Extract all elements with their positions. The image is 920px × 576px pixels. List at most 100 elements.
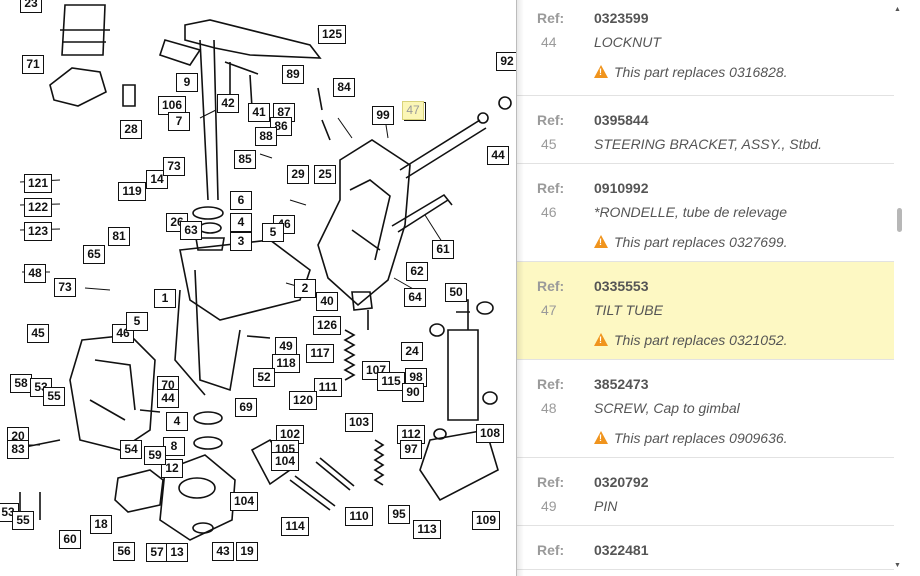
callout-109[interactable]: 109 xyxy=(472,511,500,530)
callout-84[interactable]: 84 xyxy=(333,78,355,97)
callout-115[interactable]: 115 xyxy=(377,372,405,391)
callout-18[interactable]: 18 xyxy=(90,515,112,534)
callout-125[interactable]: 125 xyxy=(318,25,346,44)
callout-110[interactable]: 110 xyxy=(345,507,373,526)
callout-63[interactable]: 63 xyxy=(180,221,202,240)
callout-120[interactable]: 120 xyxy=(289,391,317,410)
callout-106[interactable]: 106 xyxy=(158,96,186,115)
scrollbar-thumb[interactable] xyxy=(897,208,902,232)
callout-117[interactable]: 117 xyxy=(306,344,334,363)
callout-44[interactable]: 44 xyxy=(157,389,179,408)
callout-103[interactable]: 103 xyxy=(345,413,373,432)
callout-97[interactable]: 97 xyxy=(400,440,422,459)
callout-69[interactable]: 69 xyxy=(235,398,257,417)
callout-4[interactable]: 4 xyxy=(166,412,188,431)
callout-118[interactable]: 118 xyxy=(272,354,300,373)
callout-104[interactable]: 104 xyxy=(230,492,258,511)
part-number: 0335553 xyxy=(594,278,649,294)
callout-55[interactable]: 55 xyxy=(12,511,34,530)
callout-9[interactable]: 9 xyxy=(176,73,198,92)
callout-5[interactable]: 5 xyxy=(126,312,148,331)
callout-29[interactable]: 29 xyxy=(287,165,309,184)
callout-23[interactable]: 23 xyxy=(20,0,42,13)
callout-92[interactable]: 92 xyxy=(496,52,518,71)
callout-98[interactable]: 98 xyxy=(405,368,427,387)
callout-40[interactable]: 40 xyxy=(316,292,338,311)
callout-5[interactable]: 5 xyxy=(262,223,284,242)
part-row-next[interactable]: Ref:0322481 xyxy=(517,526,894,570)
callout-83[interactable]: 83 xyxy=(7,440,29,459)
callout-12[interactable]: 12 xyxy=(161,459,183,478)
callout-45[interactable]: 45 xyxy=(27,324,49,343)
scrollbar-track[interactable] xyxy=(895,0,920,576)
callout-55[interactable]: 55 xyxy=(43,387,65,406)
scroll-down-arrow-icon[interactable]: ▼ xyxy=(894,562,901,569)
callout-90[interactable]: 90 xyxy=(402,383,424,402)
callout-2[interactable]: 2 xyxy=(294,279,316,298)
callout-50[interactable]: 50 xyxy=(445,283,467,302)
callout-7[interactable]: 7 xyxy=(168,112,190,131)
callout-42[interactable]: 42 xyxy=(217,94,239,113)
callout-99[interactable]: 99 xyxy=(372,106,394,125)
replacement-text: This part replaces 0327699. xyxy=(614,234,788,250)
ref-label: Ref: xyxy=(537,474,565,490)
scroll-up-arrow-icon[interactable]: ▲ xyxy=(894,6,901,13)
callout-56[interactable]: 56 xyxy=(113,542,135,561)
callout-60[interactable]: 60 xyxy=(59,530,81,549)
callout-111[interactable]: 111 xyxy=(314,378,342,397)
callout-73[interactable]: 73 xyxy=(163,157,185,176)
callout-88[interactable]: 88 xyxy=(255,127,277,146)
callout-108[interactable]: 108 xyxy=(476,424,504,443)
part-row-44[interactable]: Ref:032359944LOCKNUTThis part replaces 0… xyxy=(517,0,894,96)
callout-122[interactable]: 122 xyxy=(24,198,52,217)
callout-121[interactable]: 121 xyxy=(24,174,52,193)
callout-95[interactable]: 95 xyxy=(388,505,410,524)
callout-114[interactable]: 114 xyxy=(281,517,309,536)
callout-104[interactable]: 104 xyxy=(271,452,299,471)
callout-47[interactable]: 47 xyxy=(402,101,424,120)
callout-13[interactable]: 13 xyxy=(166,543,188,562)
callout-14[interactable]: 14 xyxy=(146,170,168,189)
callout-25[interactable]: 25 xyxy=(314,165,336,184)
callout-71[interactable]: 71 xyxy=(22,55,44,74)
part-number: 0323599 xyxy=(594,10,649,26)
callout-113[interactable]: 113 xyxy=(413,520,441,539)
callout-44[interactable]: 44 xyxy=(487,146,509,165)
callout-6[interactable]: 6 xyxy=(230,191,252,210)
warning-triangle-icon xyxy=(594,65,608,78)
callout-126[interactable]: 126 xyxy=(313,316,341,335)
callout-49[interactable]: 49 xyxy=(275,337,297,356)
callout-89[interactable]: 89 xyxy=(282,65,304,84)
callout-85[interactable]: 85 xyxy=(234,150,256,169)
callout-73[interactable]: 73 xyxy=(54,278,76,297)
callout-3[interactable]: 3 xyxy=(230,232,252,251)
callout-119[interactable]: 119 xyxy=(118,182,146,201)
callout-65[interactable]: 65 xyxy=(83,245,105,264)
callout-4[interactable]: 4 xyxy=(230,213,252,232)
callout-81[interactable]: 81 xyxy=(108,227,130,246)
callout-41[interactable]: 41 xyxy=(248,103,270,122)
callout-58[interactable]: 58 xyxy=(10,374,32,393)
callout-52[interactable]: 52 xyxy=(253,368,275,387)
callout-8[interactable]: 8 xyxy=(163,437,185,456)
callout-61[interactable]: 61 xyxy=(432,240,454,259)
callout-24[interactable]: 24 xyxy=(401,342,423,361)
callout-54[interactable]: 54 xyxy=(120,440,142,459)
callout-1[interactable]: 1 xyxy=(154,289,176,308)
callout-112[interactable]: 112 xyxy=(397,425,425,444)
callout-123[interactable]: 123 xyxy=(24,222,52,241)
callout-57[interactable]: 57 xyxy=(146,543,168,562)
callout-19[interactable]: 19 xyxy=(236,542,258,561)
callout-43[interactable]: 43 xyxy=(212,542,234,561)
callout-59[interactable]: 59 xyxy=(144,446,166,465)
callout-62[interactable]: 62 xyxy=(406,262,428,281)
callout-28[interactable]: 28 xyxy=(120,120,142,139)
part-description: TILT TUBE xyxy=(594,302,663,318)
callout-64[interactable]: 64 xyxy=(404,288,426,307)
callout-48[interactable]: 48 xyxy=(24,264,46,283)
